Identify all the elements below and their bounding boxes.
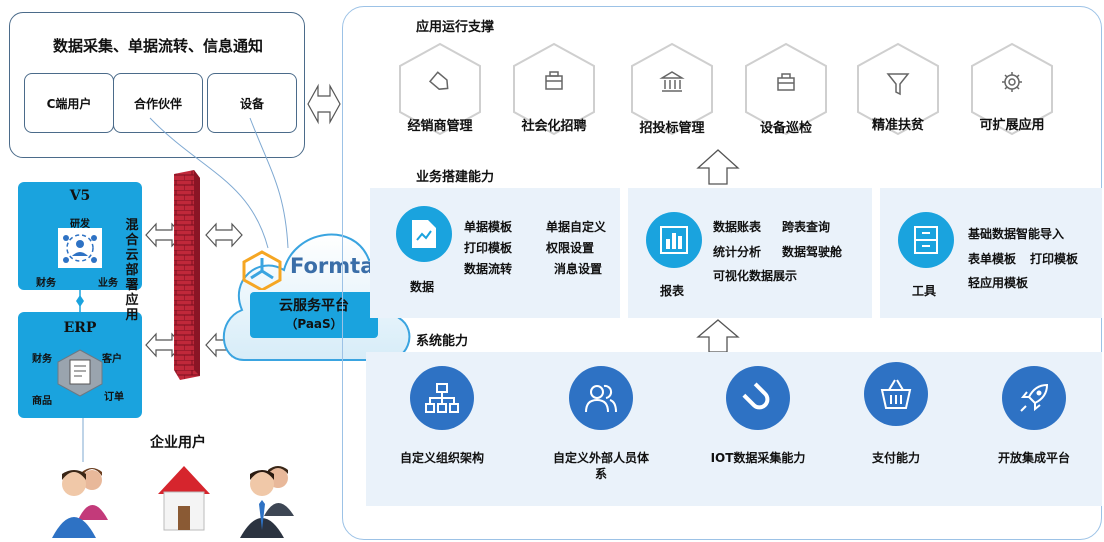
app-dealer-management: 经销商管理 (407, 119, 473, 134)
data-item: 数据流转 (464, 262, 513, 276)
app-hexagon (745, 42, 827, 136)
paas-line1: 云服务平台 (279, 298, 349, 314)
erp-label-order: 订单 (104, 392, 124, 403)
magnet-icon (742, 382, 770, 410)
system-label-external: 自定义外部人员体系 (552, 451, 649, 481)
app-hexagon (971, 42, 1053, 136)
business-build-title: 业务搭建能力 (416, 170, 495, 185)
app-recruitment: 社会化招聘 (521, 119, 587, 134)
tool-item: 打印模板 (1030, 252, 1079, 266)
app-extensible: 可扩展应用 (979, 118, 1045, 133)
report-item: 统计分析 (713, 245, 762, 259)
document-chart-icon (412, 220, 436, 248)
system-icon-circle (726, 366, 790, 430)
app-support-title: 应用运行支撑 (416, 20, 495, 35)
system-label-iot: IOT数据采集能力 (710, 451, 806, 465)
house-icon (158, 466, 210, 531)
app-bidding: 招投标管理 (639, 121, 705, 136)
tool-icon-circle (898, 212, 954, 268)
system-icon-circle (569, 366, 633, 430)
erp-card: ERP 财务 客户 商品 订单 (18, 312, 142, 418)
paas-line2: （PaaS） (285, 317, 343, 331)
entity-device: 设备 (207, 73, 297, 133)
data-item: 权限设置 (546, 241, 595, 255)
v5-card: V5 研发 财务 业务 (18, 182, 142, 290)
cabinet-icon (914, 226, 938, 254)
system-icon-circle (410, 366, 474, 430)
report-item: 跨表查询 (782, 220, 831, 234)
data-item: 单据自定义 (546, 220, 607, 234)
app-hexagon (399, 42, 481, 136)
entity-partner: 合作伙伴 (113, 73, 203, 133)
user-pair-icon (52, 468, 108, 538)
tool-item: 轻应用模板 (968, 276, 1029, 290)
rocket-icon (1020, 383, 1049, 412)
up-arrow-icon (696, 149, 740, 185)
document-hexagon-icon (57, 349, 103, 397)
v5-title: V5 (69, 188, 91, 204)
basket-icon (880, 379, 912, 409)
data-item: 单据模板 (464, 220, 513, 234)
system-icon-circle (864, 362, 928, 426)
report-icon-circle (646, 212, 702, 268)
system-label-open: 开放集成平台 (997, 451, 1070, 465)
formtalk-logo-icon (242, 250, 282, 290)
paas-box: 云服务平台 （PaaS） (250, 292, 378, 338)
app-hexagon (857, 42, 939, 136)
link-diamond-icon (76, 290, 84, 312)
tool-item: 基础数据智能导入 (968, 227, 1065, 241)
app-poverty-alleviation: 精准扶贫 (871, 118, 924, 133)
data-item: 消息设置 (554, 262, 603, 276)
business-user-icon (240, 466, 294, 538)
tool-item: 表单模板 (968, 252, 1017, 266)
report-item: 数据驾驶舱 (782, 245, 843, 259)
people-icon (585, 384, 617, 413)
erp-title: ERP (63, 320, 97, 336)
system-capability-title: 系统能力 (416, 334, 469, 349)
team-network-icon (58, 228, 102, 268)
data-item: 打印模板 (464, 241, 513, 255)
org-chart-icon (425, 383, 459, 413)
erp-label-customer: 客户 (102, 354, 122, 365)
bar-chart-icon (660, 226, 688, 254)
app-device-inspection: 设备巡检 (759, 121, 812, 136)
v5-label-rd: 研发 (70, 219, 90, 230)
enterprise-users-label: 企业用户 (150, 435, 206, 451)
cloud-upper-double-arrow-icon (205, 222, 243, 248)
system-label-payment: 支付能力 (871, 451, 920, 465)
system-label-org: 自定义组织架构 (399, 451, 484, 465)
report-item: 数据账表 (713, 220, 762, 234)
system-icon-circle (1002, 366, 1066, 430)
tool-panel-label: 工具 (912, 284, 937, 298)
report-item: 可视化数据展示 (713, 269, 798, 283)
erp-label-goods: 商品 (32, 396, 52, 407)
app-hexagon (631, 42, 713, 136)
data-icon-circle (396, 206, 452, 262)
firewall-icon (174, 170, 200, 380)
data-collection-title: 数据采集、单据流转、信息通知 (52, 37, 263, 55)
hybrid-deploy-label: 混合云部署应用 (125, 218, 139, 323)
erp-label-finance: 财务 (32, 354, 52, 365)
app-hexagon (513, 42, 595, 136)
report-panel-label: 报表 (660, 284, 685, 298)
v5-label-business: 业务 (98, 278, 118, 289)
data-panel-label: 数据 (410, 280, 435, 294)
up-arrow-icon (696, 319, 740, 353)
v5-label-finance: 财务 (36, 278, 56, 289)
data-collection-box: 数据采集、单据流转、信息通知 C端用户 合作伙伴 设备 (9, 12, 305, 158)
double-arrow-horizontal-icon (307, 83, 341, 125)
